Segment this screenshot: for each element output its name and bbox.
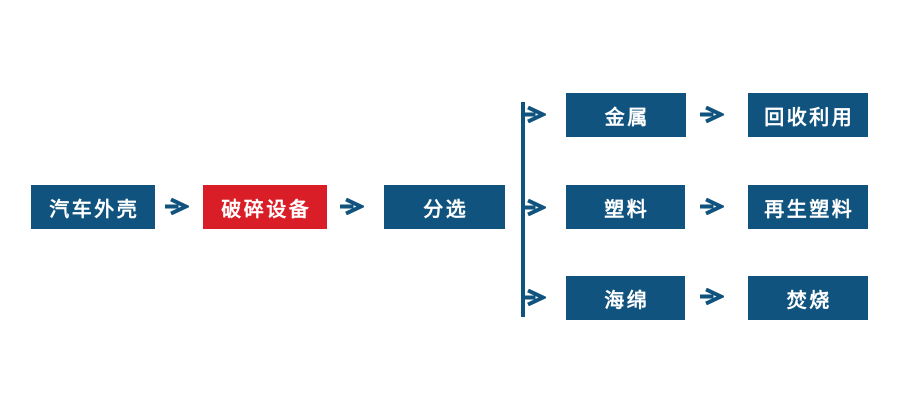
node-plastic: 塑料: [566, 185, 685, 229]
node-car-shell: 汽车外壳: [31, 185, 155, 229]
node-metal: 金属: [566, 93, 686, 137]
node-crusher: 破碎设备: [203, 185, 327, 229]
arrow-right-icon: [340, 198, 364, 215]
arrow-right-icon: [522, 199, 546, 216]
node-sorting: 分选: [384, 185, 505, 229]
arrow-right-icon: [165, 198, 189, 215]
arrow-right-icon: [700, 106, 724, 123]
arrow-right-icon: [700, 198, 724, 215]
arrow-right-icon: [522, 289, 546, 306]
arrow-right-icon: [700, 288, 724, 305]
arrow-right-icon: [522, 106, 546, 123]
node-recycled-plastic: 再生塑料: [748, 185, 868, 229]
node-sponge: 海绵: [566, 276, 685, 320]
node-incineration: 焚烧: [748, 276, 868, 320]
node-recycle-reuse: 回收利用: [748, 93, 868, 137]
